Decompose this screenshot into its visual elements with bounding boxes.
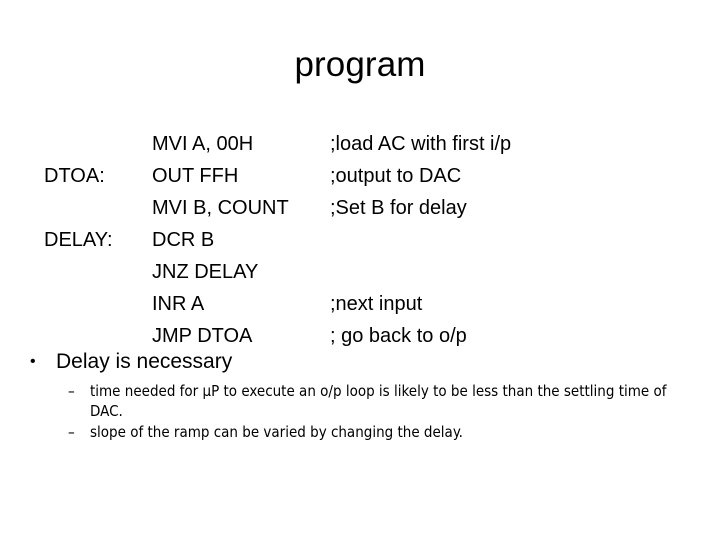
page-title: program — [294, 45, 426, 84]
code-comment: ;output to DAC — [330, 165, 462, 187]
sub-bullet-item: – time needed for µP to execute an o/p l… — [68, 381, 688, 421]
sub-bullet-item: – slope of the ramp can be varied by cha… — [68, 422, 688, 442]
sub-bullet-list: – time needed for µP to execute an o/p l… — [68, 381, 688, 443]
assembly-code-listing: MVI A, 00H ;load AC with first i/p DTOA:… — [44, 128, 684, 352]
code-mnemonic: DCR B — [152, 229, 215, 251]
code-row: DELAY: DCR B — [44, 224, 684, 256]
code-mnemonic: MVI B, COUNT — [152, 197, 289, 219]
code-label: DTOA: — [44, 165, 105, 187]
code-row: JNZ DELAY — [44, 256, 684, 288]
dash-bullet-icon: – — [68, 382, 75, 400]
code-mnemonic: JNZ DELAY — [152, 261, 259, 283]
code-mnemonic: INR A — [152, 293, 205, 315]
code-mnemonic: JMP DTOA — [152, 325, 253, 347]
bullet-point-icon: • — [30, 353, 36, 370]
bullet-item-label: Delay is necessary — [56, 350, 233, 373]
sub-bullet-label: time needed for µP to execute an o/p loo… — [90, 382, 667, 420]
code-row: MVI A, 00H ;load AC with first i/p — [44, 128, 684, 160]
code-row: INR A ;next input — [44, 288, 684, 320]
code-mnemonic: OUT FFH — [152, 165, 239, 187]
code-comment: ; go back to o/p — [330, 325, 467, 347]
code-comment: ;Set B for delay — [330, 197, 467, 219]
code-comment: ;load AC with first i/p — [330, 133, 512, 155]
code-row: JMP DTOA ; go back to o/p — [44, 320, 684, 352]
dash-bullet-icon: – — [68, 423, 75, 441]
code-mnemonic: MVI A, 00H — [152, 133, 254, 155]
code-comment: ;next input — [330, 293, 423, 315]
bullet-item-delay-necessary: • Delay is necessary — [30, 348, 690, 375]
code-row: DTOA: OUT FFH ;output to DAC — [44, 160, 684, 192]
sub-bullet-label: slope of the ramp can be varied by chang… — [90, 423, 463, 441]
code-row: MVI B, COUNT ;Set B for delay — [44, 192, 684, 224]
code-label: DELAY: — [44, 229, 113, 251]
